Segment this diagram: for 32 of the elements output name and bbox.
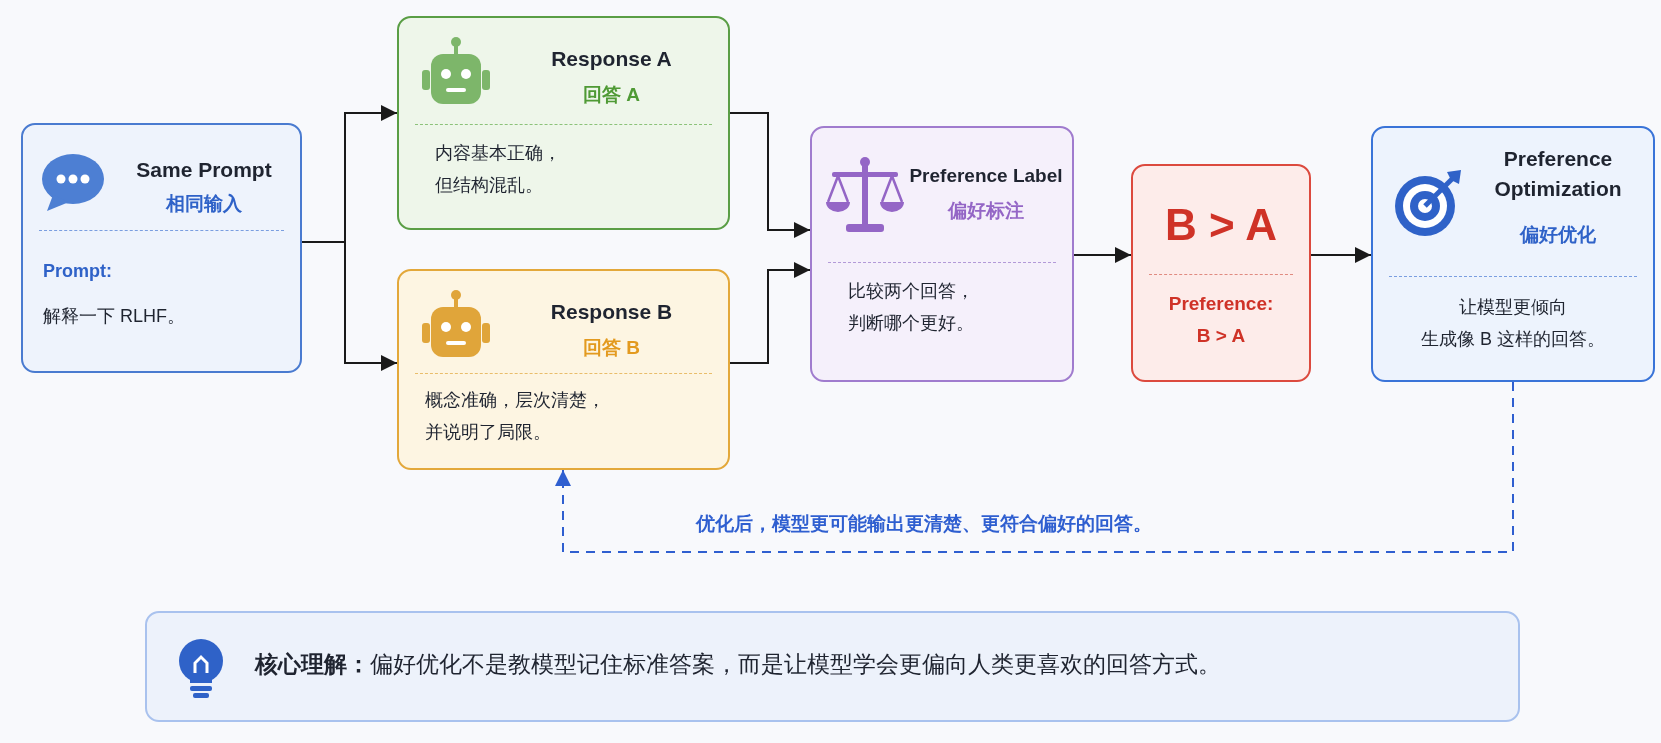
node-description: 内容基本正确，但结构混乱。 — [435, 142, 562, 197]
arrow — [1073, 247, 1132, 263]
node-title: Response B — [549, 299, 674, 325]
node-description: 解释一下 RLHF。 — [43, 305, 186, 328]
prompt-label: Prompt: — [43, 261, 113, 282]
arrow — [301, 241, 398, 371]
node-subtitle: 回答 A — [582, 83, 641, 107]
node-description: 比较两个回答，判断哪个更好。 — [848, 280, 975, 335]
node-subtitle: 回答 B — [582, 336, 641, 360]
process-box — [1371, 126, 1655, 382]
arrow — [729, 262, 811, 364]
node-title: Response A — [550, 46, 673, 72]
insight-panel — [145, 611, 1520, 722]
process-box — [21, 123, 302, 373]
node-subtitle: 相同输入 — [164, 192, 243, 216]
node-subtitle: 偏好优化 — [1518, 223, 1597, 247]
node-title: Same Prompt — [135, 157, 273, 183]
key-insight-text: 核心理解：偏好优化不是教模型记住标准答案，而是让模型学会更偏向人类更喜欢的回答方式。 — [255, 650, 1222, 679]
arrow — [729, 112, 811, 238]
process-box — [1131, 164, 1311, 382]
preference-text: Preference: B > A — [1167, 292, 1275, 349]
process-box — [397, 16, 730, 230]
node-description: 让模型更倾向生成像 B 这样的回答。 — [1420, 296, 1606, 351]
node-title: Preference Label — [908, 164, 1064, 188]
node-subtitle: 偏好标注 — [946, 199, 1025, 223]
process-box — [810, 126, 1074, 382]
node-description: 概念准确，层次清楚，并说明了局限。 — [425, 389, 606, 444]
node-title: Preference Optimization — [1493, 146, 1623, 203]
process-box — [397, 269, 730, 470]
arrow — [1310, 247, 1372, 263]
comparison-result: B > A — [1163, 200, 1279, 250]
dashed-feedback-arrow — [555, 381, 1514, 553]
